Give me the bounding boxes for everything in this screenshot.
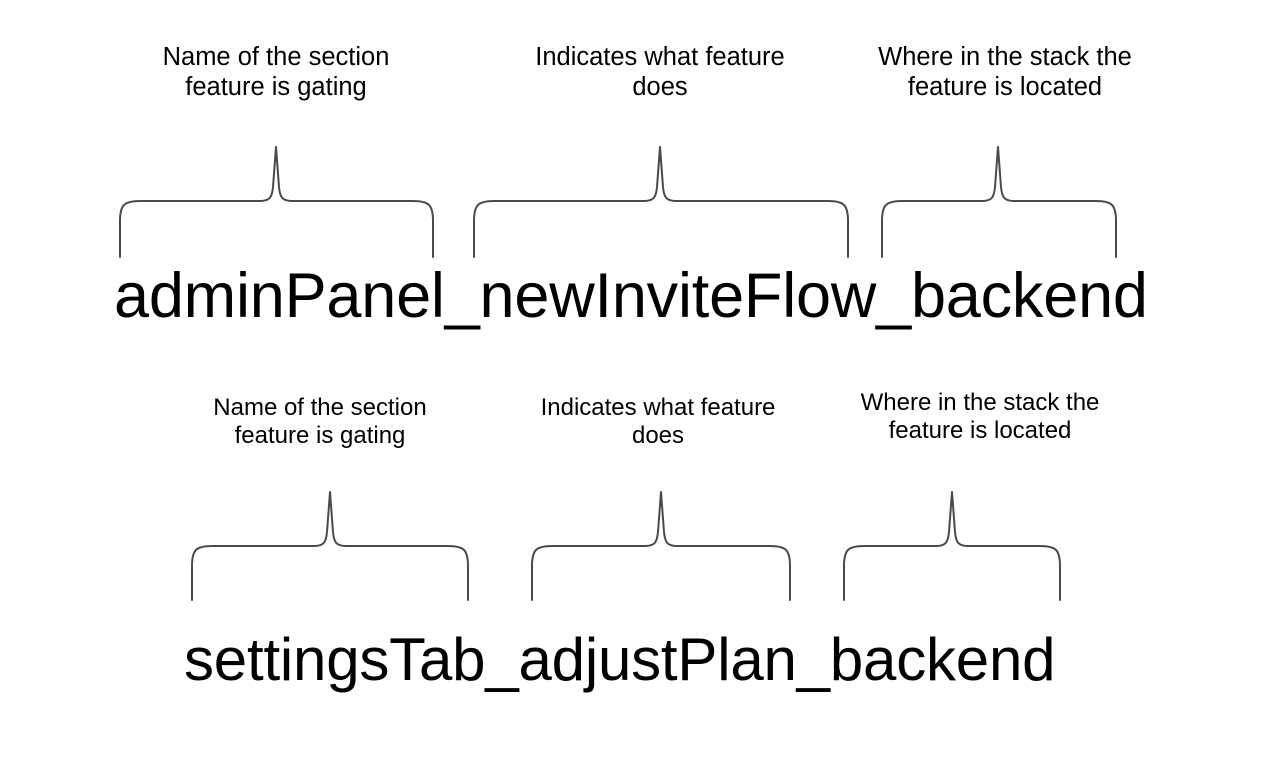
example-1-brace-2 (472, 145, 850, 257)
example-2-caption-3: Where in the stack the feature is locate… (834, 389, 1126, 446)
caption-line: feature is gating (234, 422, 406, 450)
example-1-brace-3 (880, 145, 1118, 257)
example-2-caption-2: Indicates what feature does (518, 394, 798, 451)
caption-line: feature is located (888, 417, 1072, 445)
caption-line: Indicates what feature (540, 394, 776, 421)
caption-line: Where in the stack the (878, 43, 1132, 71)
caption-line: Indicates what feature (535, 43, 785, 71)
example-2-caption-1: Name of the section feature is gating (180, 394, 460, 451)
caption-line: Where in the stack the (860, 389, 1100, 416)
caption-line: does (632, 73, 688, 102)
example-1-brace-1 (118, 145, 435, 257)
caption-line: feature is located (907, 73, 1103, 102)
example-2-brace-2 (530, 490, 792, 600)
caption-line: feature is gating (185, 73, 367, 102)
example-2-flag-name: settingsTab_adjustPlan_backend (184, 626, 1056, 693)
example-2-brace-1 (190, 490, 470, 600)
caption-line: Name of the section (213, 394, 427, 421)
example-1-flag-name: adminPanel_newInviteFlow_backend (114, 261, 1148, 331)
example-1-caption-1: Name of the section feature is gating (130, 42, 422, 102)
example-1-caption-2: Indicates what feature does (512, 42, 808, 102)
example-1-caption-3: Where in the stack the feature is locate… (856, 42, 1154, 102)
example-2-brace-3 (842, 490, 1062, 600)
caption-line: does (631, 422, 685, 450)
caption-line: Name of the section (162, 43, 390, 71)
